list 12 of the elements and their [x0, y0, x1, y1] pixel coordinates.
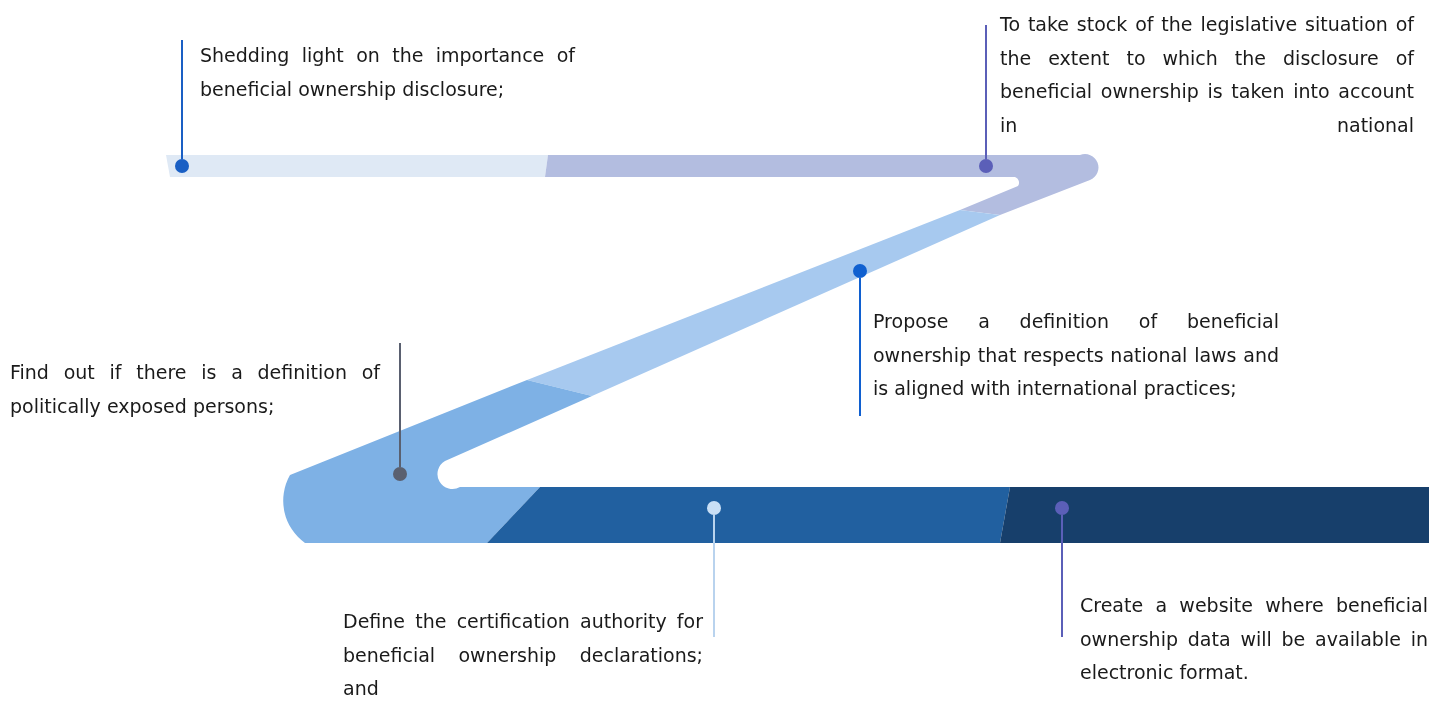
leader-line: [713, 514, 715, 638]
leader-line: [1061, 514, 1063, 638]
leader-line: [181, 39, 183, 160]
step-text: Shedding light on the importance of beneficial ownership disclosure;: [200, 39, 575, 106]
step-text: Find out if there is a definition of politically exposed persons;: [10, 356, 380, 423]
marker-dot: [853, 264, 867, 278]
leader-line: [399, 342, 401, 468]
step-text: Define the certification authority for beneficial ownership declarations; and: [343, 605, 703, 706]
step-text: To take stock of the legislative situation of the extent to which the disclosure of beneficial ownership is taken into account in national: [1000, 8, 1414, 142]
step-text: Propose a definition of beneficial ownership that respects national laws and is aligned with international practices;: [873, 305, 1279, 406]
leader-line: [985, 24, 987, 160]
step-text: Create a website where beneficial ownership data will be available in electronic format.: [1080, 589, 1428, 690]
